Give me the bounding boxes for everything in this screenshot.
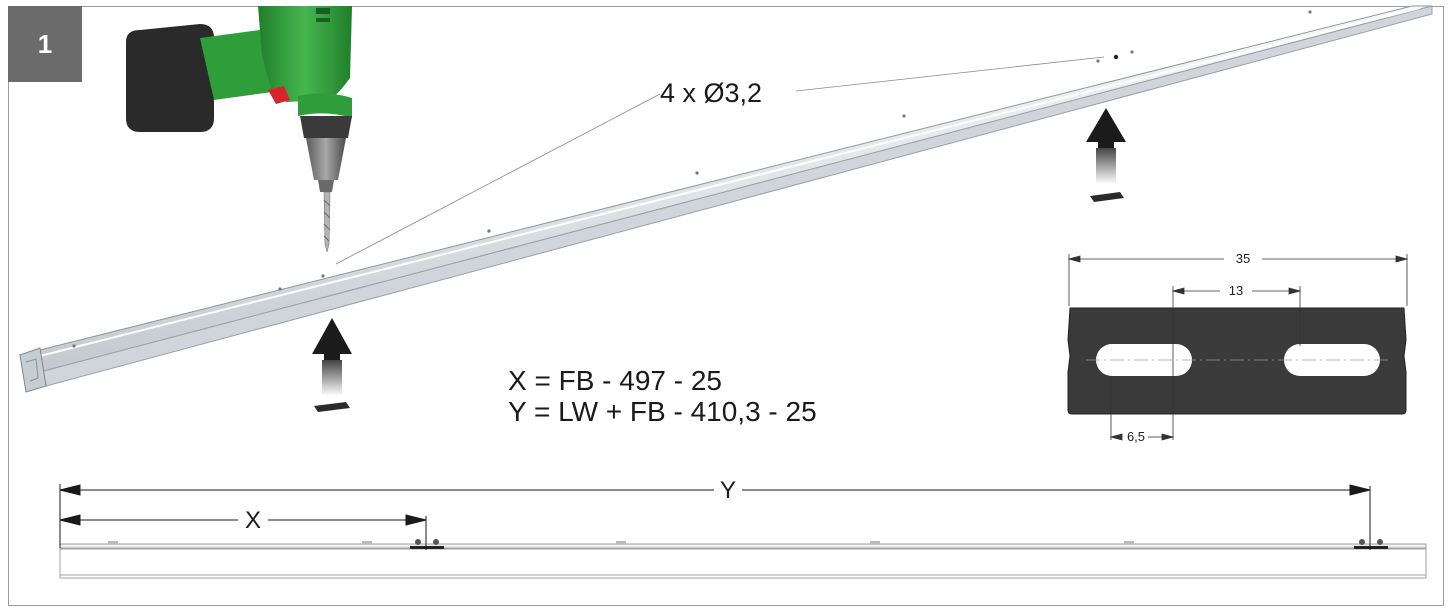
- figure-frame: [8, 6, 1444, 606]
- clip-part-icon: [1090, 192, 1124, 202]
- plate-slot-label: 6,5: [1127, 429, 1145, 444]
- formula-y: Y = LW + FB - 410,3 - 25: [508, 396, 817, 427]
- bottom-clip-icon: [1354, 539, 1388, 549]
- formula-x: X = FB - 497 - 25: [508, 365, 722, 396]
- dimension-x-label: X: [245, 507, 261, 534]
- bottom-rail-side-view: [59, 541, 1427, 579]
- up-arrow-icon: [1086, 108, 1126, 184]
- plate-hole-spacing-label: 13: [1229, 283, 1243, 298]
- cordless-drill-icon: [126, 6, 352, 253]
- plate-width-label: 35: [1236, 251, 1250, 266]
- step-number-badge: 1: [8, 6, 82, 82]
- diagonal-rail: [18, 5, 1433, 393]
- drill-hole-callout: 4 x Ø3,2: [660, 78, 762, 108]
- plate-dimension-lines: [1067, 254, 1409, 441]
- bottom-dimension-lines: [59, 484, 1371, 550]
- bottom-clip-icon: [410, 539, 444, 549]
- up-arrow-icon: [312, 318, 352, 396]
- drill-hole-leader-lines: [335, 56, 1105, 265]
- clip-part-icon: [314, 402, 350, 412]
- mounting-plate: [1067, 307, 1407, 415]
- dimension-y-label: Y: [720, 477, 736, 504]
- rail-holes: [72, 10, 1312, 348]
